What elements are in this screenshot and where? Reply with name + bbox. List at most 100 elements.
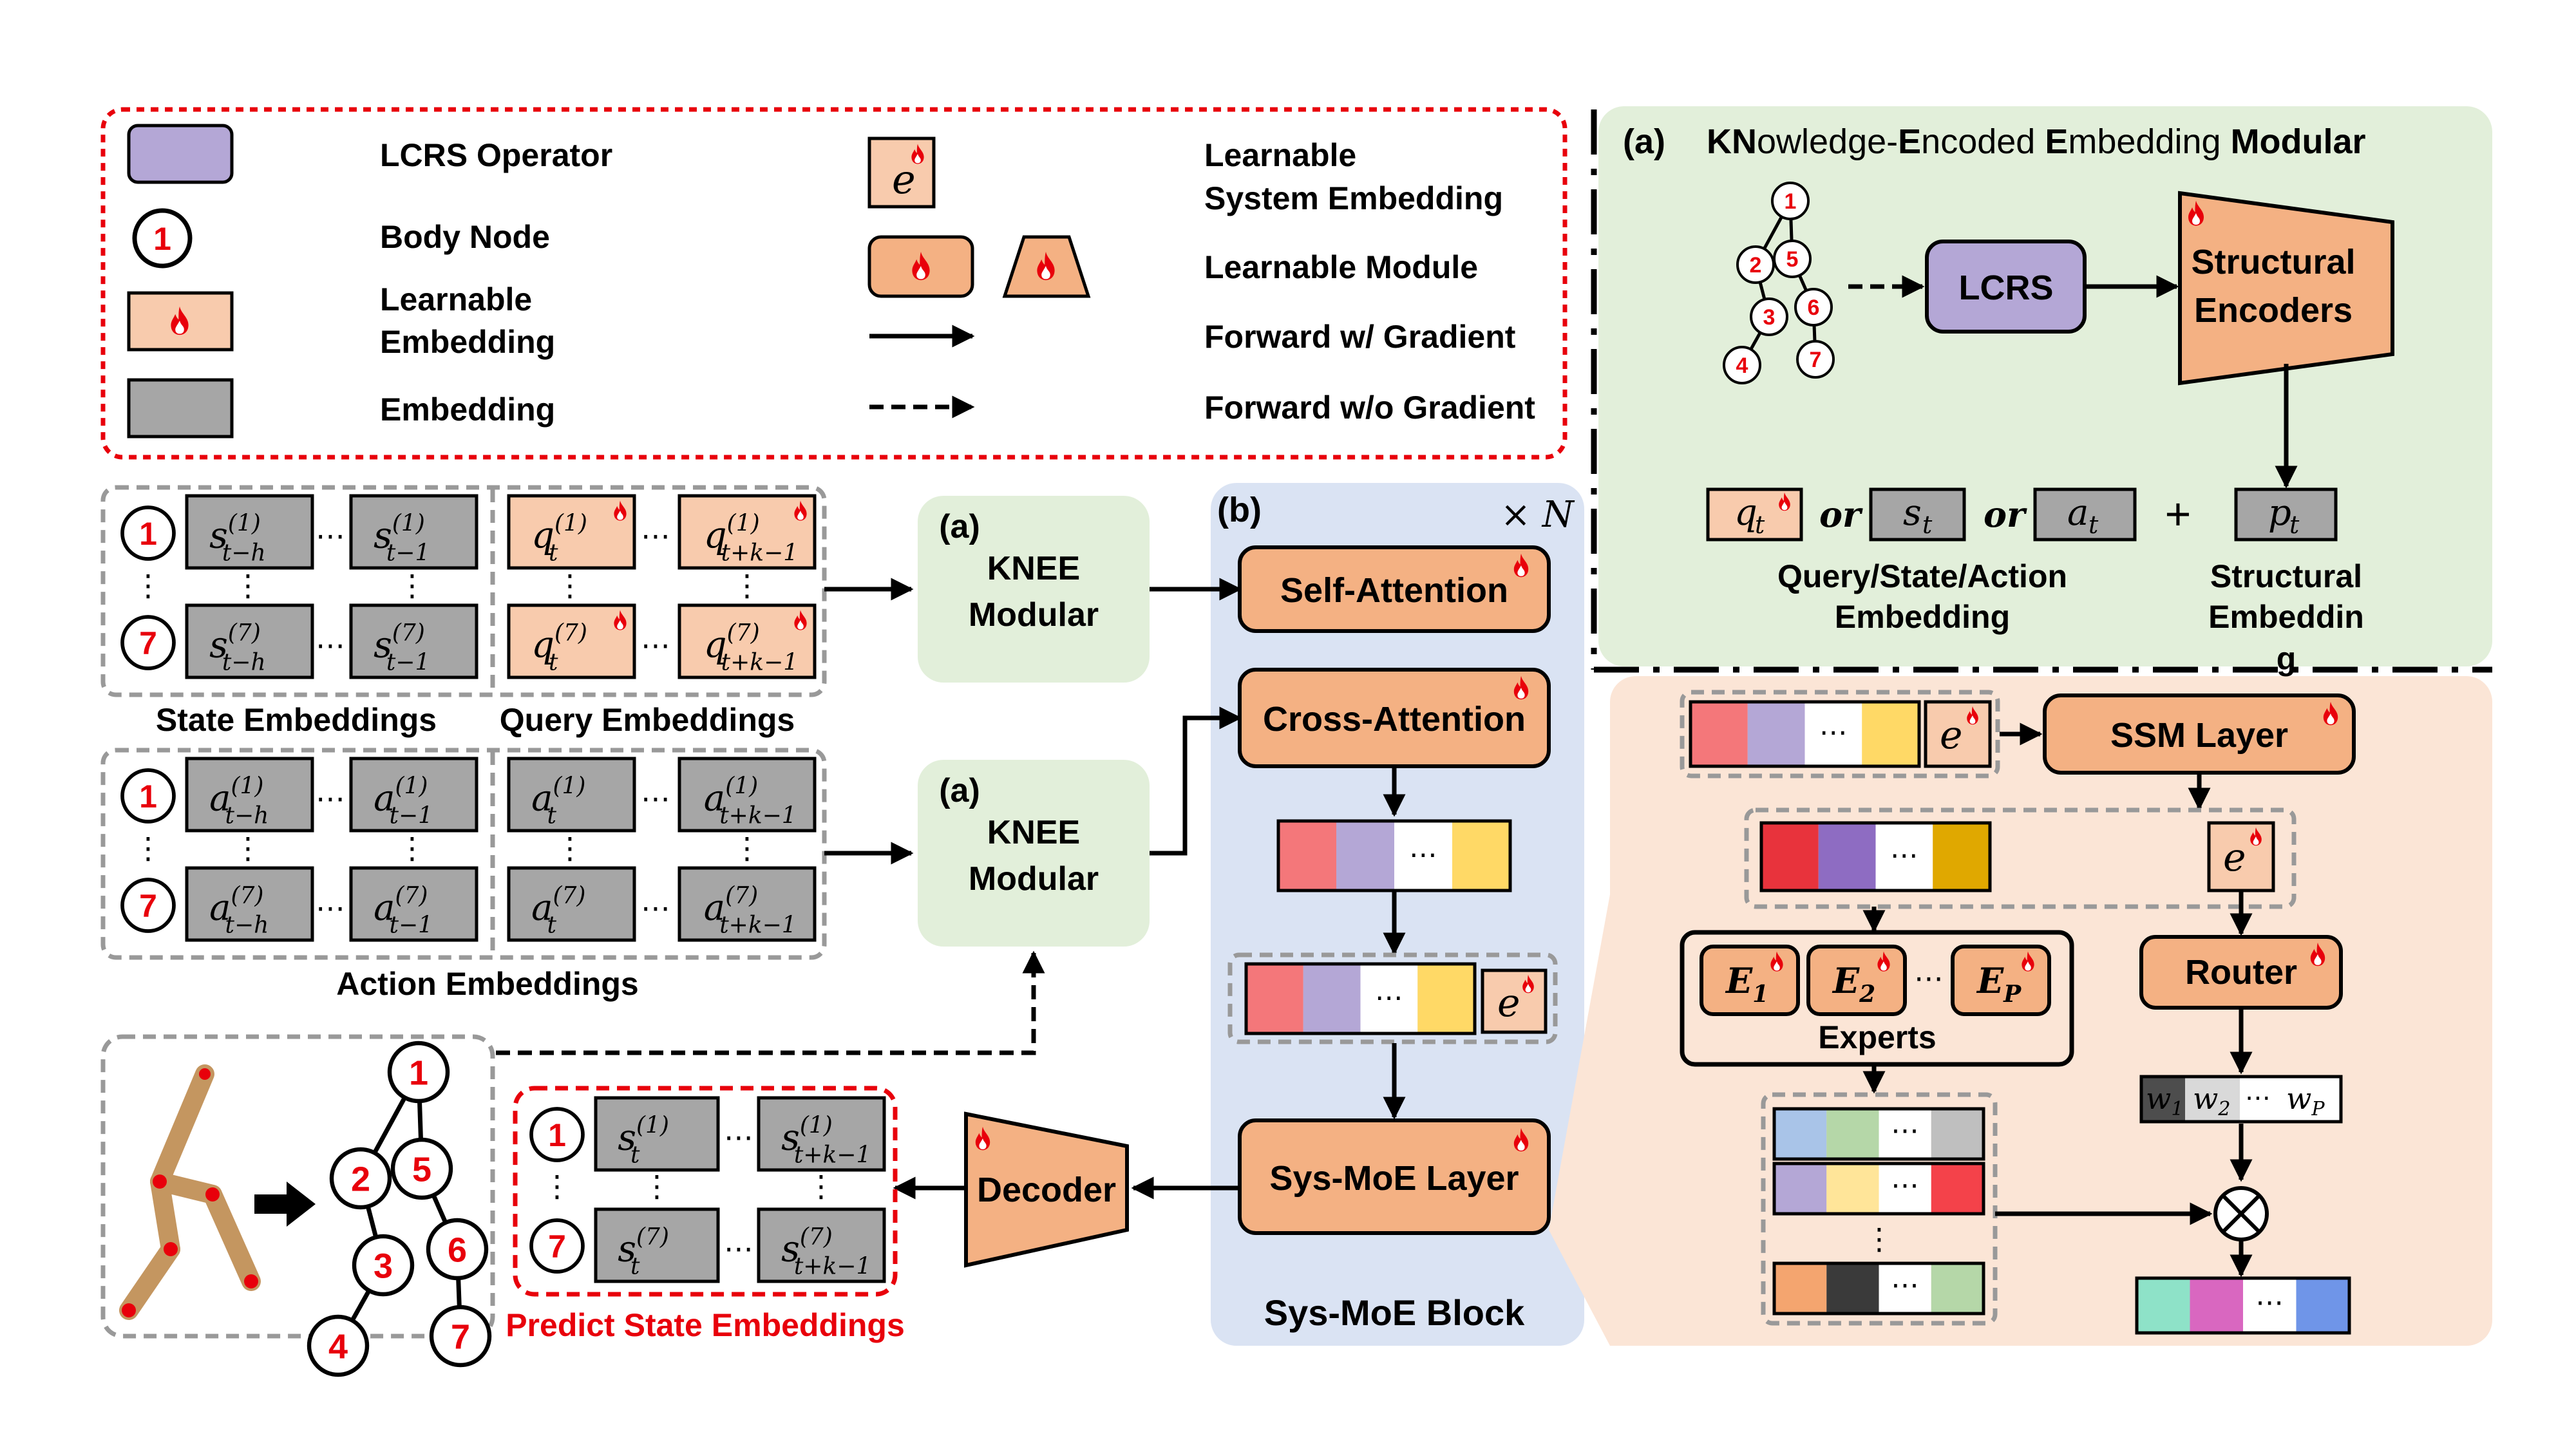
action-vdots-0: ⋮: [133, 831, 163, 865]
knee-qsa-label-2: Embedding: [1835, 599, 2010, 635]
small-tree-node-7-circle: [1796, 340, 1835, 379]
moe-output-cell-3: [2296, 1278, 2349, 1333]
block-token-1-cell-0: [1278, 821, 1336, 891]
legend-forward-no-gradient-label: Forward w/o Gradient: [1204, 390, 1535, 426]
action-future-cell-1-start: [507, 757, 636, 833]
moe-input-e-symbol: e: [1940, 713, 1963, 758]
moe-hidden-cell-1: [1818, 823, 1876, 891]
predict-row-2-node-number: 7: [548, 1229, 566, 1265]
query-embeddings-title: Query Embeddings: [500, 702, 795, 738]
block-token-1-cell-1: [1336, 821, 1394, 891]
knee-q-sub: t: [1755, 511, 1765, 539]
action-vdots-1: ⋮: [233, 831, 263, 865]
experts-frame: [1680, 930, 2074, 1067]
predict-cell-1-end-label: s(1)t+k−1: [781, 1113, 871, 1169]
knee-box-action-line1: KNEE: [987, 814, 1080, 851]
sys-moe-block-title: Sys-MoE Block: [1264, 1292, 1525, 1333]
knee-box-state-line2: Modular: [969, 596, 1099, 634]
block-token-2-ellipsis: ⋯: [1375, 982, 1403, 1014]
sys-moe-layer-label: Sys-MoE Layer: [1269, 1159, 1519, 1198]
knee-title-part-5: mbedding: [2068, 122, 2230, 161]
moe-output-cell-0: [2137, 1278, 2190, 1333]
structural-encoders-trapezoid: [2178, 191, 2394, 386]
predict-cell-2-end: [757, 1207, 886, 1283]
router-label: Router: [2185, 953, 2297, 992]
action-cell-2-end-label: a(7)t−1: [374, 883, 433, 939]
state-vdots-0: ⋮: [133, 569, 163, 602]
action-vdots-2: ⋮: [397, 831, 427, 865]
knee-or-2: or: [1984, 494, 2027, 535]
main-tree-node-5-number: 5: [412, 1150, 431, 1189]
expert-out-2-cell-2: [1879, 1164, 1931, 1214]
weight-cell-2: [2240, 1077, 2277, 1122]
block-token-1-border: [1276, 819, 1512, 892]
cross-attention-label: Cross-Attention: [1263, 700, 1526, 739]
knee-a-letter: a: [2067, 492, 2088, 534]
expert-out-2-cell-3: [1931, 1164, 1984, 1214]
legend-system-embedding-e: e: [892, 156, 916, 203]
small-tree-node-1-circle: [1771, 182, 1810, 220]
legend-body-node-swatch: [132, 208, 193, 269]
expert-out-3-ellipsis: ⋯: [1891, 1269, 1919, 1301]
action-future-cell-2-start-label: a(7)t: [531, 883, 585, 939]
action-cell-1-end-label: a(1)t−1: [374, 773, 433, 829]
small-tree-node-1-number: 1: [1785, 189, 1797, 214]
block-times-n: × N: [1501, 494, 1575, 536]
legend-embedding-label: Embedding: [380, 391, 555, 428]
action-embeddings-title: Action Embeddings: [336, 966, 638, 1002]
action-future-ellipsis-2: ⋯: [641, 891, 670, 925]
arrow-knee-to-cross-attention: [1150, 706, 1242, 856]
block-e-symbol: e: [1497, 981, 1520, 1026]
knee-box-state-tag: (a): [939, 508, 980, 545]
state-row-2-node-circle: [120, 615, 176, 670]
predict-cell-1-start-label: s(1)t: [618, 1113, 669, 1169]
expert-out-3-border: [1772, 1261, 1985, 1315]
main-tree-node-1-circle: [387, 1041, 450, 1104]
block-token-2-cell-0: [1246, 964, 1303, 1033]
moe-hidden-border: [1759, 821, 1992, 892]
legend-body-node-label: Body Node: [380, 219, 550, 255]
small-tree-node-4-number: 4: [1736, 354, 1748, 378]
state-row-1-node-circle: [120, 505, 176, 561]
knee-title-part-2: E: [1898, 122, 1921, 161]
expert-out-1-cell-1: [1826, 1109, 1879, 1159]
legend-system-embedding-swatch: [867, 137, 936, 209]
knee-panel-title: KNowledge-Encoded Embedding Modular: [1707, 122, 2366, 161]
legend-lcrs-label: LCRS Operator: [380, 137, 612, 173]
moe-input-border: [1689, 700, 1921, 768]
predict-ellipsis-2: ⋯: [724, 1232, 753, 1265]
block-token-2-cell-1: [1303, 964, 1361, 1033]
query-cell-1-end: [677, 494, 817, 570]
weight-1-label: w1: [2146, 1081, 2183, 1120]
moe-hidden-cell-3: [1933, 823, 1990, 891]
state-cell-1-end-label: s(1)t−1: [374, 511, 430, 567]
small-tree-node-7-number: 7: [1810, 348, 1822, 372]
knee-title-part-0: KN: [1707, 122, 1757, 161]
knee-p-letter: p: [2268, 492, 2291, 534]
expert-out-1-border: [1772, 1107, 1985, 1161]
knee-title-part-4: E: [2045, 122, 2068, 161]
state-ellipsis-1: ⋯: [316, 519, 345, 552]
legend-body-node-number: 1: [153, 221, 171, 257]
block-token-2-border: [1244, 962, 1477, 1035]
block-token-1-cell-2: [1394, 821, 1452, 891]
state-cell-1-end: [349, 494, 478, 570]
moe-output-ellipsis: ⋯: [2255, 1287, 2284, 1319]
legend-learnable-embedding-label-1: Learnable: [380, 281, 532, 317]
query-cell-1-start-label: q(1)t: [531, 511, 587, 567]
robot-frame: [100, 1034, 495, 1339]
state-cell-2-end: [349, 603, 478, 679]
moe-hidden-tokens: ⋯: [1759, 821, 1992, 892]
main-tree-node-3-number: 3: [374, 1247, 393, 1285]
moe-hidden-e-symbol: e: [2223, 835, 2246, 880]
main-tree-node-3-circle: [352, 1234, 415, 1297]
expert-out-2-cell-0: [1774, 1164, 1827, 1214]
knee-p-cell: [2234, 487, 2338, 542]
main-tree-node-6-number: 6: [448, 1230, 467, 1269]
knee-struct-label-3: g: [2277, 641, 2297, 677]
predict-cell-1-end: [757, 1096, 886, 1172]
query-cell-2-end-label: q(7)t+k−1: [704, 620, 798, 676]
weight-cell-3: [2277, 1077, 2341, 1122]
robot-to-tree-arrow-icon: [254, 1182, 316, 1227]
